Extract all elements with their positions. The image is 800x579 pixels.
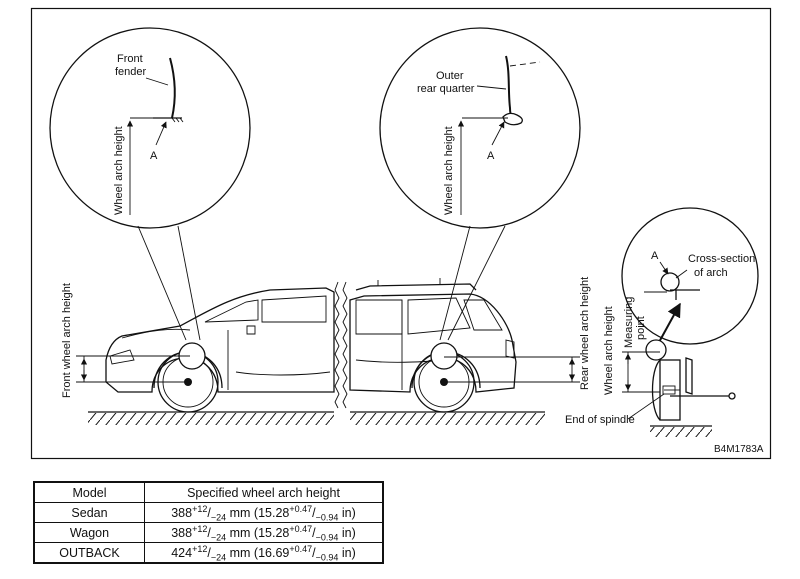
table-row: Sedan 388+12/−24 mm (15.28+0.47/−0.94 in… — [33, 502, 384, 523]
wagon-rear-illustration — [349, 278, 580, 425]
figure-code: B4M1783A — [714, 444, 764, 455]
column-header-spec: Specified wheel arch height — [144, 481, 384, 503]
wheel-arch-height-table: Model Specified wheel arch height Sedan … — [33, 481, 384, 564]
label-front-fender-line1: Front — [117, 53, 143, 65]
rear-quarter-detail: Outer rear quarter A Wheel arch height — [379, 27, 581, 229]
label-front-wheel-arch-height: Front wheel arch height — [61, 283, 73, 398]
label-front-fender-line2: fender — [115, 66, 147, 78]
table-header-row: Model Specified wheel arch height — [33, 481, 384, 503]
spec-cell: 424+12/−24 mm (16.69+0.47/−0.94 in) — [144, 542, 384, 564]
model-cell: Sedan — [33, 502, 145, 523]
cross-section-detail: Cross-section of arch A Measuring point … — [565, 207, 759, 437]
label-point-a-section: A — [651, 250, 659, 262]
label-cross-section-line2: of arch — [694, 267, 728, 279]
front-fender-detail: Front fender A Wheel arch height — [49, 27, 251, 229]
table-row: OUTBACK 424+12/−24 mm (16.69+0.47/−0.94 … — [33, 542, 384, 564]
label-cross-section-line1: Cross-section — [688, 253, 755, 265]
label-measuring-point-line2: point — [635, 316, 647, 340]
label-measuring-point-line1: Measuring — [623, 297, 635, 348]
label-outer-rear-quarter-line2: rear quarter — [417, 83, 475, 95]
wheel-arch-height-diagram: Front fender A Wheel arch height Outer r… — [30, 7, 772, 460]
figure-frame — [30, 7, 772, 460]
label-outer-rear-quarter-line1: Outer — [436, 70, 464, 82]
spec-cell: 388+12/−24 mm (15.28+0.47/−0.94 in) — [144, 502, 384, 523]
column-header-model: Model — [33, 481, 145, 503]
label-point-a-rear: A — [487, 150, 495, 162]
model-cell: OUTBACK — [33, 542, 145, 564]
label-point-a-front: A — [150, 150, 158, 162]
spec-cell: 388+12/−24 mm (15.28+0.47/−0.94 in) — [144, 522, 384, 543]
sedan-front-illustration — [76, 287, 335, 425]
label-wheel-arch-height-front: Wheel arch height — [113, 126, 125, 215]
model-cell: Wagon — [33, 522, 145, 543]
label-rear-wheel-arch-height: Rear wheel arch height — [579, 277, 591, 390]
label-wheel-arch-height-spindle: Wheel arch height — [603, 306, 615, 395]
label-wheel-arch-height-rear: Wheel arch height — [443, 126, 455, 215]
table-row: Wagon 388+12/−24 mm (15.28+0.47/−0.94 in… — [33, 522, 384, 543]
label-end-of-spindle: End of spindle — [565, 414, 635, 426]
